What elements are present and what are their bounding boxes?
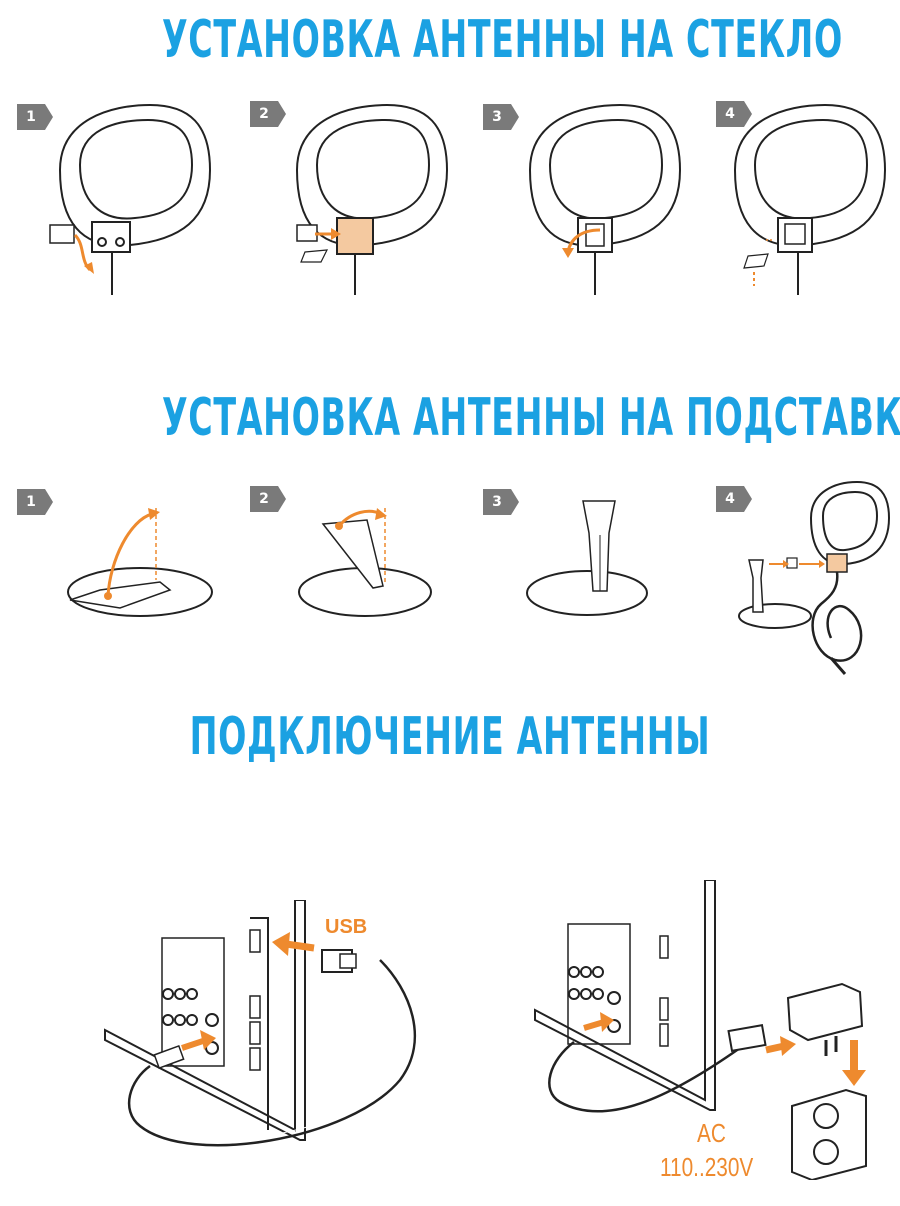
step-number: 3 (492, 494, 502, 510)
step-number: 4 (725, 106, 735, 122)
step-number: 1 (26, 494, 36, 510)
step-badge: 3 (483, 104, 519, 130)
antenna-ring-icon (733, 103, 887, 295)
step-badge: 4 (716, 486, 752, 512)
usb-label: USB (325, 916, 368, 938)
ac-label: AC (697, 1118, 726, 1148)
antenna-stand-icon (67, 508, 213, 617)
step-badge: 2 (250, 101, 286, 127)
antenna-stand-icon (298, 508, 432, 617)
step-number: 1 (26, 109, 36, 125)
tv-back-panel-icon (104, 900, 416, 1147)
section-title-glass: УСТАНОВКА АНТЕННЫ НА СТЕКЛО (162, 10, 843, 70)
step-number: 2 (259, 106, 269, 122)
step-number: 3 (492, 109, 502, 125)
step-badge: 3 (483, 489, 519, 515)
antenna-ring-icon (49, 103, 212, 295)
step-badge: 2 (250, 486, 286, 512)
step-badge: 1 (17, 104, 53, 130)
antenna-stand-icon (526, 500, 648, 616)
step-number: 2 (259, 491, 269, 507)
power-connection-icon (534, 880, 867, 1180)
antenna-ring-icon (295, 103, 449, 295)
section-title-connection: ПОДКЛЮЧЕНИЕ АНТЕННЫ (189, 707, 711, 767)
antenna-assembly-icon (738, 480, 891, 675)
step-number: 4 (725, 491, 735, 507)
step-badge: 1 (17, 489, 53, 515)
section-title-stand: УСТАНОВКА АНТЕННЫ НА ПОДСТАВКУ (162, 388, 900, 448)
antenna-ring-icon (528, 103, 682, 295)
step-badge: 4 (716, 101, 752, 127)
voltage-label: 110..230V (660, 1152, 754, 1182)
